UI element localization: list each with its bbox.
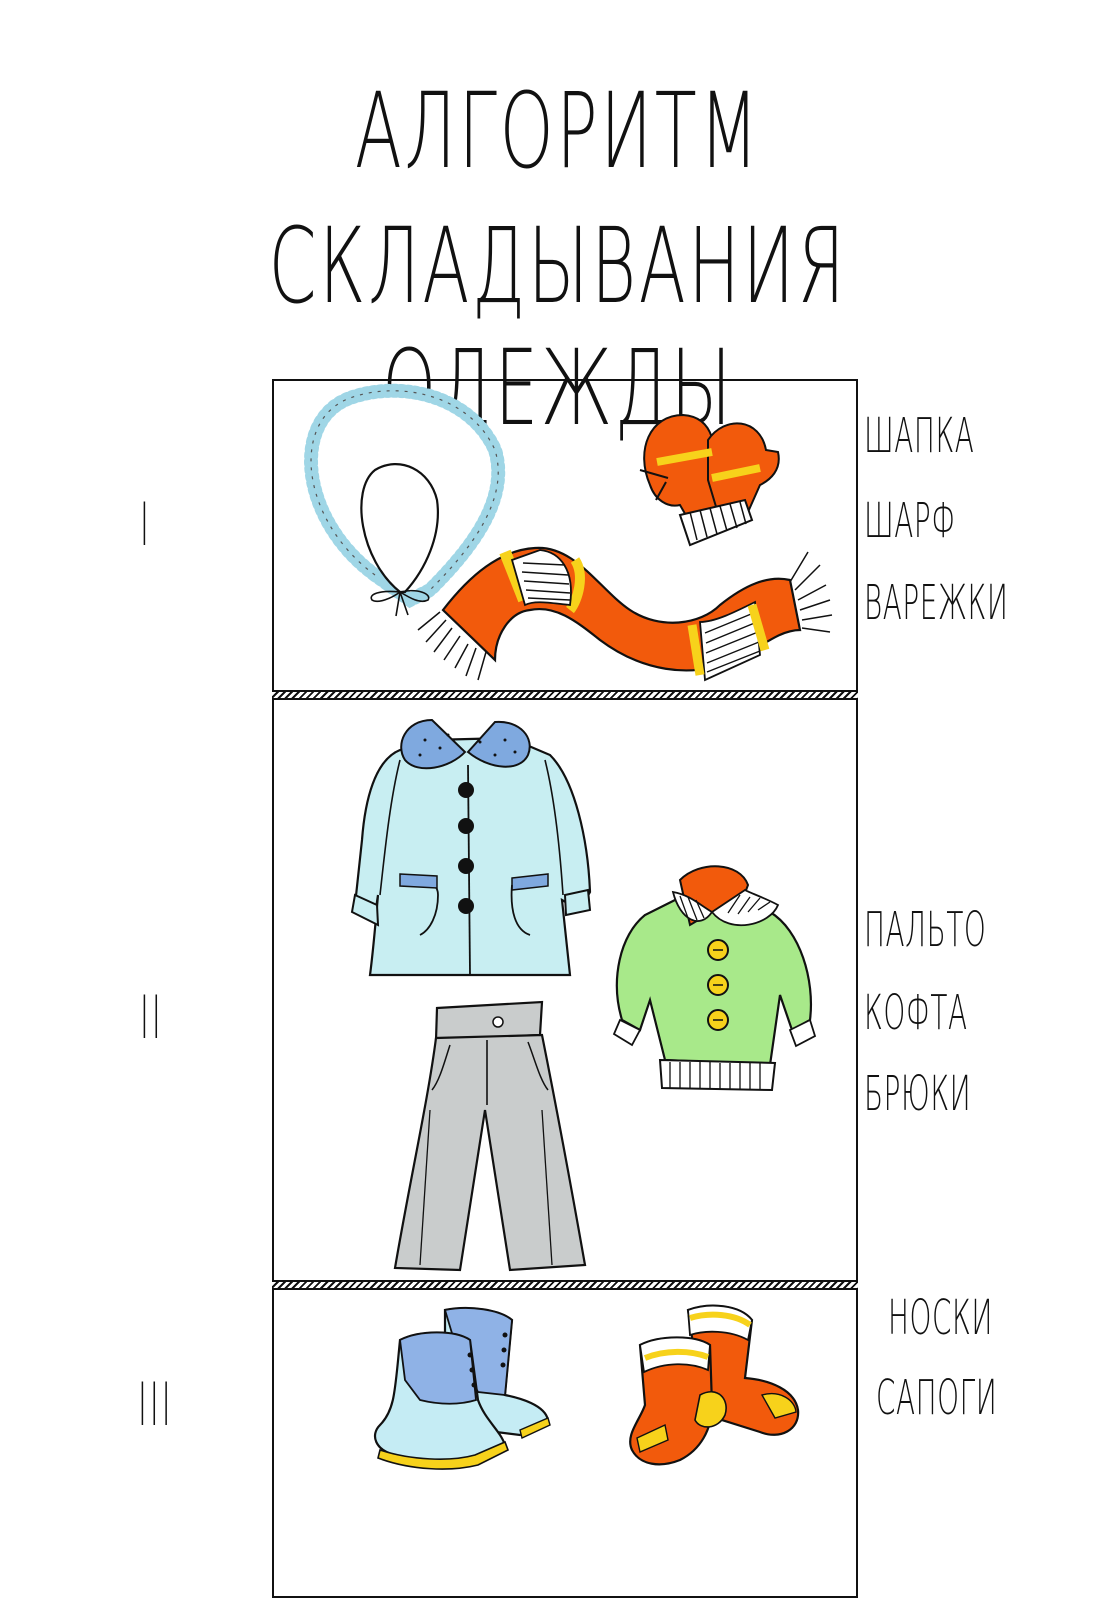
pants-icon [393,1000,587,1272]
hat-icon [304,383,506,617]
label-scarf: ШАРФ [864,493,956,549]
coat-icon [350,718,592,977]
step-number-2: II [140,983,164,1053]
step-number-3: III [138,1370,174,1440]
scarf-icon [417,546,833,682]
label-hat: ШАПКА [864,408,975,464]
label-socks: НОСКИ [888,1290,993,1346]
algorithm-frame [272,379,858,1598]
label-coat: ПАЛЬТО [864,902,987,958]
rope-divider-1 [272,690,858,700]
label-sweater: КОФТА [864,985,968,1041]
mittens-icon [639,413,780,547]
step-number-1: I [140,490,152,560]
title-line-1: АЛГОРИТМ [354,70,762,192]
label-mittens: ВАРЕЖКИ [864,575,1009,631]
label-pants: БРЮКИ [864,1066,972,1122]
rope-divider-2 [272,1280,858,1290]
socks-icon [629,1304,800,1466]
boots-icon [373,1306,551,1470]
label-boots: САПОГИ [876,1370,998,1426]
sweater-icon [612,865,817,1092]
